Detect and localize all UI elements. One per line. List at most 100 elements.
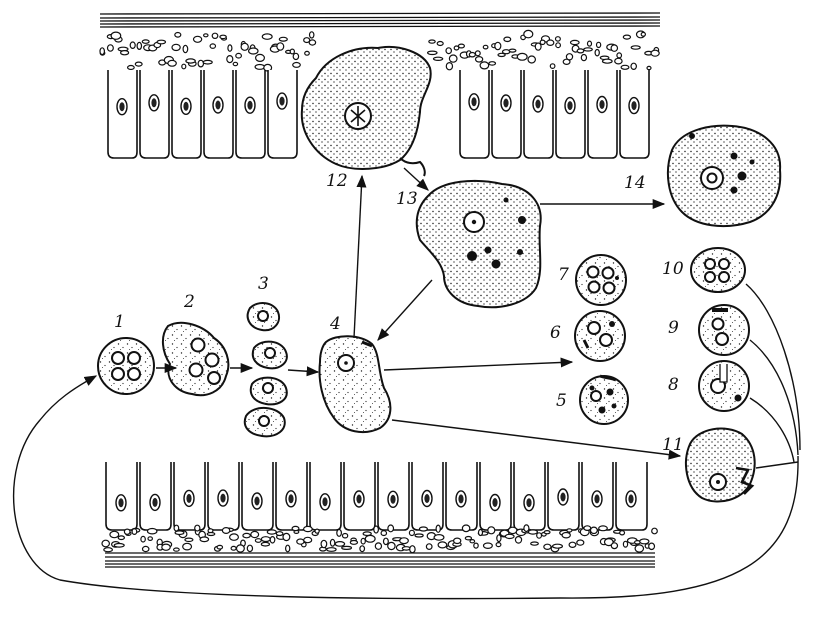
tissue-granule — [374, 542, 383, 550]
connective-tissue-bottom — [101, 524, 658, 554]
tissue-granule — [285, 544, 291, 553]
tissue-granule — [530, 541, 539, 546]
tissue-granule — [167, 59, 177, 67]
label-stage-3: 3 — [258, 274, 269, 294]
nucleus-chromatin — [458, 494, 464, 504]
label-stage-7: 7 — [558, 265, 569, 285]
label-stage-2: 2 — [183, 292, 195, 312]
label-stage-14: 14 — [624, 173, 646, 193]
metacyst-amoeba — [162, 321, 230, 397]
tissue-granule — [117, 535, 126, 541]
tissue-granule — [428, 39, 436, 44]
tissue-granule — [648, 542, 656, 551]
tissue-granule — [583, 47, 593, 52]
tissue-granule — [248, 47, 259, 55]
tissue-granule — [232, 61, 239, 67]
epithelial-cell — [235, 70, 266, 159]
tissue-granule — [261, 33, 273, 40]
tissue-granule — [549, 63, 556, 69]
tissue-granule — [314, 528, 320, 534]
tissue-granule — [184, 537, 194, 543]
tissue-granule — [640, 31, 647, 37]
line-11-return — [755, 461, 799, 469]
tissue-granule — [292, 52, 300, 61]
label-stage-1: 1 — [114, 312, 125, 332]
tissue-granule — [260, 541, 271, 547]
tissue-granule — [113, 542, 125, 548]
tissue-granule — [242, 532, 251, 539]
tissue-granule — [141, 545, 150, 553]
label-stage-6: 6 — [550, 323, 561, 343]
tissue-granule — [211, 32, 219, 40]
tissue-granule — [569, 39, 580, 46]
tissue-granule — [226, 54, 234, 64]
tissue-granule — [534, 42, 542, 51]
tissue-granule — [523, 524, 530, 533]
tissue-granule — [269, 535, 276, 544]
arrow-3-to-4 — [287, 366, 320, 377]
tissue-granule — [401, 546, 411, 551]
tissue-granule — [197, 59, 205, 68]
nucleus-chromatin — [247, 100, 253, 110]
nucleus-chromatin — [560, 492, 566, 502]
tissue-granule — [527, 55, 537, 64]
tissue-granule — [216, 544, 224, 550]
tissue-granule — [576, 48, 585, 54]
tissue-granule — [445, 61, 454, 71]
tissue-granule — [320, 539, 328, 549]
tissue-granule — [488, 61, 497, 66]
tissue-granule — [634, 544, 645, 553]
tissue-granule — [181, 63, 187, 70]
cyst-four-nuclei — [97, 337, 155, 395]
tissue-granule — [482, 542, 493, 550]
tissue-granule — [630, 45, 641, 50]
nucleus-chromatin — [631, 101, 637, 111]
tissue-granule — [276, 42, 285, 51]
tissue-granule — [192, 35, 203, 43]
tissue-granule — [341, 532, 349, 539]
tissue-granule — [334, 541, 346, 547]
nucleus-chromatin — [220, 493, 226, 503]
tissue-granule — [565, 53, 574, 61]
connective-tissue-top — [99, 29, 660, 72]
tissue-granule — [461, 524, 471, 533]
epithelial-cell — [203, 70, 234, 159]
tissue-granule — [432, 56, 444, 62]
cyst-four-nuclei-small — [690, 247, 746, 293]
tissue-granule — [174, 31, 182, 38]
cycle-arrows — [12, 167, 801, 600]
tissue-granule — [399, 537, 409, 545]
cyst-four-nuclei-mature — [575, 254, 627, 306]
tissue-granule — [161, 543, 171, 551]
tissue-granule — [146, 527, 158, 535]
label-stage-5: 5 — [556, 391, 567, 411]
tissue-granule — [457, 43, 465, 49]
tissue-granule — [126, 64, 135, 71]
tissue-granule — [254, 63, 266, 70]
tissue-granule — [194, 524, 201, 532]
tissue-granule — [516, 52, 528, 61]
label-stage-11: 11 — [662, 435, 684, 455]
tissue-granule — [289, 48, 295, 55]
tissue-granule — [266, 529, 277, 535]
tissue-granule — [616, 52, 623, 59]
tissue-granule — [435, 524, 441, 533]
tissue-granule — [539, 39, 546, 46]
tissue-granule — [254, 538, 262, 543]
label-stage-13: 13 — [396, 189, 418, 209]
tissue-granule — [555, 42, 561, 49]
tissue-granule — [453, 537, 462, 545]
tissue-granule — [576, 539, 585, 546]
tissue-granule — [250, 530, 260, 539]
large-trophozoite-hematophagous — [415, 179, 542, 309]
arrow-return-to-1 — [12, 375, 799, 600]
tissue-granule — [445, 47, 453, 55]
epithelium-bottom — [105, 462, 648, 531]
epithelial-cell — [139, 70, 170, 159]
tissue-granule — [134, 61, 143, 67]
tissue-granule — [474, 55, 484, 63]
tissue-granule — [580, 53, 588, 62]
tissue-granule — [583, 525, 592, 531]
nucleus-chromatin — [599, 100, 605, 109]
